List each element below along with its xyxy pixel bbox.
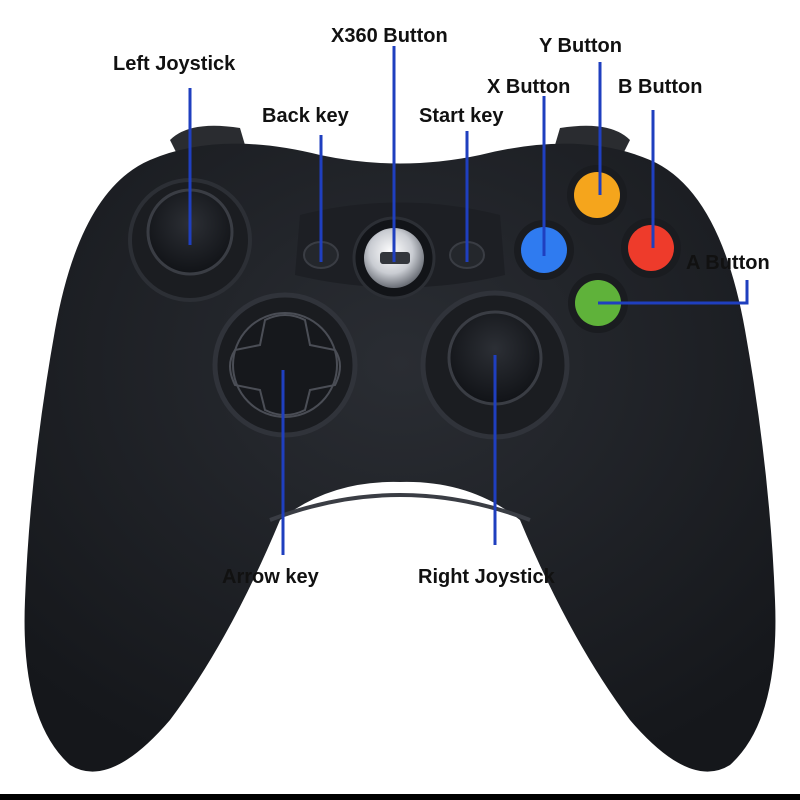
left-joystick-label: Left Joystick [113, 53, 236, 75]
right-joystick-label: Right Joystick [418, 566, 555, 588]
dpad-cross [229, 314, 341, 416]
b-button [628, 225, 674, 271]
x360-button-label: X360 Button [331, 25, 448, 47]
start-key-label: Start key [419, 105, 504, 127]
callout-lines [188, 46, 749, 555]
arrow-key-label: Arrow key [222, 566, 319, 588]
b-button-label: B Button [618, 76, 703, 98]
a-button-label: A Button [686, 252, 770, 274]
y-button [574, 172, 620, 218]
back-key-label: Back key [262, 105, 349, 127]
y-button-label: Y Button [539, 35, 622, 57]
x-button-label: X Button [487, 76, 571, 98]
bottom-bar [0, 794, 800, 800]
